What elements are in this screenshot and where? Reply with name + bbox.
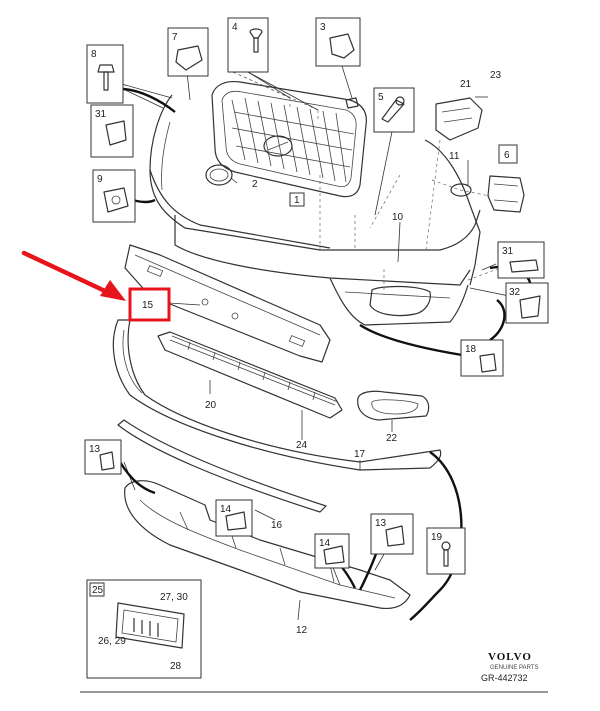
bumper-cover-drawing <box>149 94 481 326</box>
callout-31-right[interactable]: 31 <box>497 241 545 279</box>
callout-18[interactable]: 18 <box>460 339 504 377</box>
nut-icon <box>385 525 405 547</box>
callout-6[interactable]: 6 <box>498 144 518 164</box>
reinforcement-beam-drawing <box>124 244 331 363</box>
callout-24[interactable]: 24 <box>296 440 308 451</box>
callout-1[interactable]: 1 <box>289 192 305 207</box>
svg-text:31: 31 <box>502 246 514 257</box>
bracket-icon <box>175 45 203 71</box>
callout-8[interactable]: 8 <box>86 44 124 104</box>
callout-9[interactable]: 9 <box>92 169 136 223</box>
lower-spoiler-drawing <box>112 319 442 471</box>
reference-lines <box>232 71 501 290</box>
callout-25-plate-holder[interactable]: 25 27, 30 26, 29 28 <box>86 579 202 679</box>
clip-icon <box>105 120 127 146</box>
callout-5[interactable]: 5 <box>373 87 415 133</box>
brand-name: VOLVO <box>488 651 532 663</box>
callout-13-left[interactable]: 13 <box>84 439 122 475</box>
fog-trim-drawing <box>357 390 430 421</box>
svg-text:27, 30: 27, 30 <box>160 592 188 603</box>
nut-clip-icon <box>103 187 129 213</box>
callout-22[interactable]: 22 <box>386 433 398 444</box>
clip-drawings <box>345 97 525 213</box>
callout-16[interactable]: 16 <box>271 520 283 531</box>
callout-32[interactable]: 32 <box>505 282 549 324</box>
callout-31-left[interactable]: 31 <box>90 104 134 158</box>
callout-21[interactable]: 21 <box>460 79 472 90</box>
svg-text:31: 31 <box>95 109 107 120</box>
svg-text:4: 4 <box>232 22 238 33</box>
callout-2[interactable]: 2 <box>252 179 258 190</box>
red-arrow-icon <box>21 250 126 301</box>
svg-text:8: 8 <box>91 49 97 60</box>
callout-19[interactable]: 19 <box>426 527 466 575</box>
callout-10[interactable]: 10 <box>392 212 404 223</box>
svg-text:6: 6 <box>504 150 510 161</box>
svg-text:5: 5 <box>378 92 384 103</box>
svg-text:19: 19 <box>431 532 443 543</box>
svg-text:3: 3 <box>320 22 326 33</box>
callout-17[interactable]: 17 <box>354 449 366 460</box>
screw-icon <box>381 96 405 123</box>
svg-text:28: 28 <box>170 661 182 672</box>
bracket-icon <box>225 511 247 531</box>
retainer-icon <box>329 33 355 59</box>
callout-14-lower[interactable]: 14 <box>314 533 350 569</box>
grille-drawing <box>211 80 367 198</box>
callout-14-mid[interactable]: 14 <box>215 499 253 537</box>
brand-block: VOLVO GENUINE PARTS GR-442732 <box>481 651 538 683</box>
svg-text:15: 15 <box>142 300 154 311</box>
callout-7[interactable]: 7 <box>167 27 209 77</box>
nut-icon <box>99 451 115 471</box>
bracket-icon <box>519 295 541 319</box>
callout-11[interactable]: 11 <box>449 151 460 162</box>
diagram-reference: GR-442732 <box>481 673 528 683</box>
callout-20[interactable]: 20 <box>205 400 217 411</box>
callout-12[interactable]: 12 <box>296 625 308 636</box>
callout-3[interactable]: 3 <box>315 17 361 67</box>
lower-grille-drawing <box>157 331 343 419</box>
callout-23[interactable]: 23 <box>490 70 502 81</box>
svg-text:13: 13 <box>375 518 387 529</box>
push-clip-icon <box>249 28 263 53</box>
bolt-icon <box>97 64 115 91</box>
callout-13-right[interactable]: 13 <box>370 513 414 555</box>
svg-text:26, 29: 26, 29 <box>98 636 126 647</box>
svg-text:32: 32 <box>509 287 521 298</box>
leader-lines <box>99 65 520 634</box>
license-plate-icon <box>115 602 185 649</box>
clip-icon <box>509 259 539 273</box>
callout-15-highlighted[interactable]: 15 <box>128 287 171 322</box>
emblem-drawing <box>205 164 233 186</box>
svg-text:1: 1 <box>294 195 300 206</box>
screw-icon <box>441 541 451 567</box>
svg-text:25: 25 <box>92 585 104 596</box>
callout-4[interactable]: 4 <box>227 17 269 73</box>
nut-icon <box>479 353 497 373</box>
bracket-icon <box>323 545 345 565</box>
brand-subtitle: GENUINE PARTS <box>490 665 538 671</box>
svg-text:14: 14 <box>220 504 232 515</box>
svg-text:18: 18 <box>465 344 477 355</box>
svg-text:14: 14 <box>319 538 331 549</box>
svg-text:13: 13 <box>89 444 101 455</box>
trim-strip-drawing <box>117 419 327 513</box>
svg-text:7: 7 <box>172 32 178 43</box>
highlight-box <box>128 287 171 322</box>
splash-shield-drawing <box>124 480 411 610</box>
svg-text:9: 9 <box>97 174 103 185</box>
